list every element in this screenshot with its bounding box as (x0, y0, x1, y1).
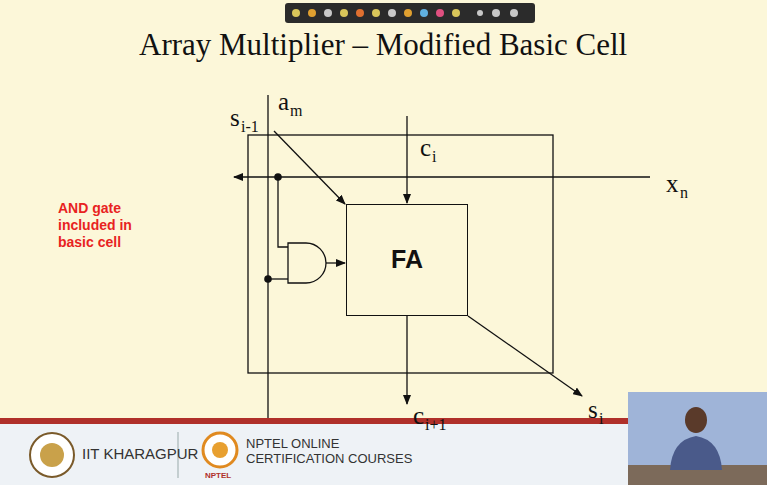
signal-subscript: i (599, 410, 603, 428)
and-output-wire (326, 262, 345, 263)
signal-subscript: i+1 (425, 416, 446, 434)
presenter-body (670, 436, 722, 470)
toolbar (285, 3, 535, 23)
tool-icon (420, 9, 428, 17)
tool-icon (292, 9, 300, 17)
signal-subscript: i (432, 148, 436, 166)
full-adder-box: FA (346, 204, 468, 316)
carry-in-wire (406, 116, 407, 203)
tool-icon (388, 9, 396, 17)
block-label: FA (391, 246, 423, 274)
and-input-wire (278, 177, 288, 247)
tool-icon (436, 9, 444, 17)
carry-out-wire (406, 316, 407, 404)
nptel-logo (203, 433, 237, 467)
xn-wire (234, 176, 650, 177)
course-name: NPTEL ONLINE (246, 437, 339, 451)
signal-name: s (588, 396, 598, 424)
presenter-head (685, 407, 707, 433)
cell-boundary (248, 135, 553, 373)
signal-subscript: n (680, 184, 688, 202)
and-gate-symbol (288, 243, 326, 283)
signal-subscript: i-1 (241, 118, 259, 136)
logo-text: NPTEL (205, 472, 231, 481)
and-input-wire (268, 278, 288, 279)
signal-name: a (278, 88, 289, 116)
tool-icon (510, 9, 518, 17)
sum-out-wire (468, 316, 582, 396)
tool-icon (452, 9, 460, 17)
tool-icon (324, 9, 332, 17)
presenter-video (628, 392, 767, 485)
tool-icon (492, 9, 500, 17)
toolbar-icons (292, 9, 518, 17)
tool-icon (308, 9, 316, 17)
am-wire (267, 95, 268, 472)
tool-icon (404, 9, 412, 17)
iit-logo (40, 443, 64, 467)
signal-name: x (666, 170, 679, 198)
signal-name: s (230, 104, 240, 132)
institute-name: IIT KHARAGPUR (82, 446, 198, 463)
tool-icon (340, 9, 348, 17)
sum-in-wire (274, 131, 345, 204)
signal-subscript: m (290, 102, 302, 120)
signal-name: c (413, 402, 424, 430)
tool-icon (356, 9, 364, 17)
tool-icon (372, 9, 380, 17)
tool-icon (477, 10, 483, 16)
nptel-logo (212, 442, 228, 458)
slide-title: Array Multiplier – Modified Basic Cell (139, 28, 627, 62)
annotation-note: AND gate included in basic cell (58, 200, 142, 250)
signal-name: c (420, 134, 431, 162)
iit-logo (30, 433, 74, 477)
course-name: CERTIFICATION COURSES (246, 452, 412, 466)
